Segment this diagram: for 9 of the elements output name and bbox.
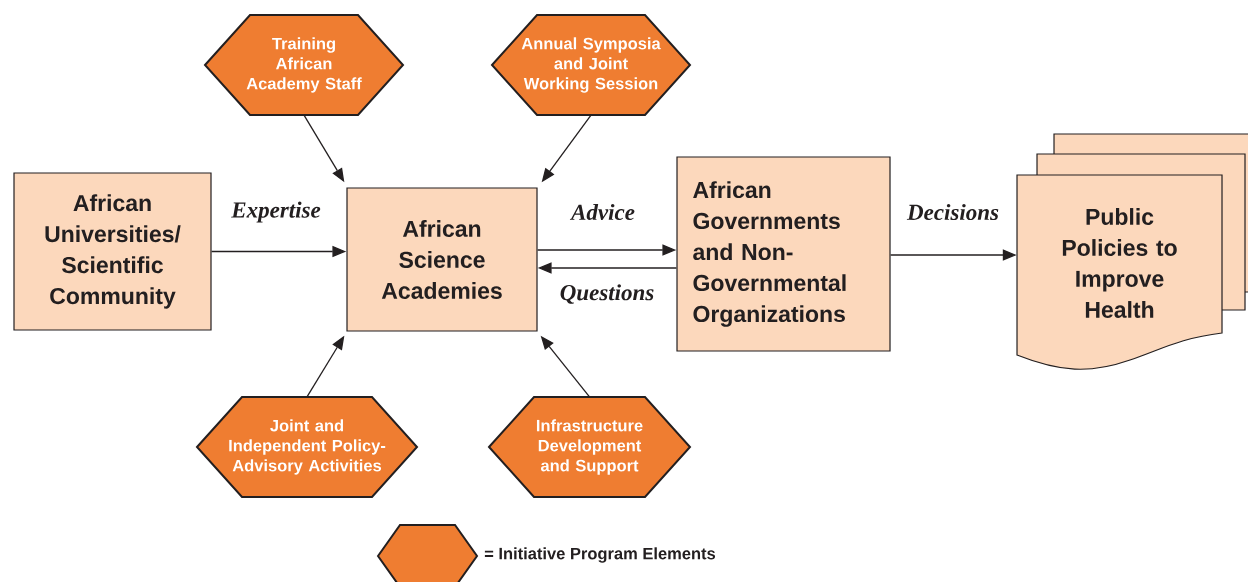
legend-text: = Initiative Program Elements [484,547,716,563]
edge-label: Expertise [230,200,322,224]
edge-label: Decisions [906,202,1000,222]
edge-label: Questions [558,283,656,305]
document-stack: Public Policies to Improve Health [1016,133,1248,370]
process-box: African Universities/ Scientific Community [13,172,212,331]
process-box: African Governments and Non-Governmental Organizations [676,156,891,352]
process-box: African Science Academies [346,187,538,332]
edge-label: Advice [569,202,636,222]
